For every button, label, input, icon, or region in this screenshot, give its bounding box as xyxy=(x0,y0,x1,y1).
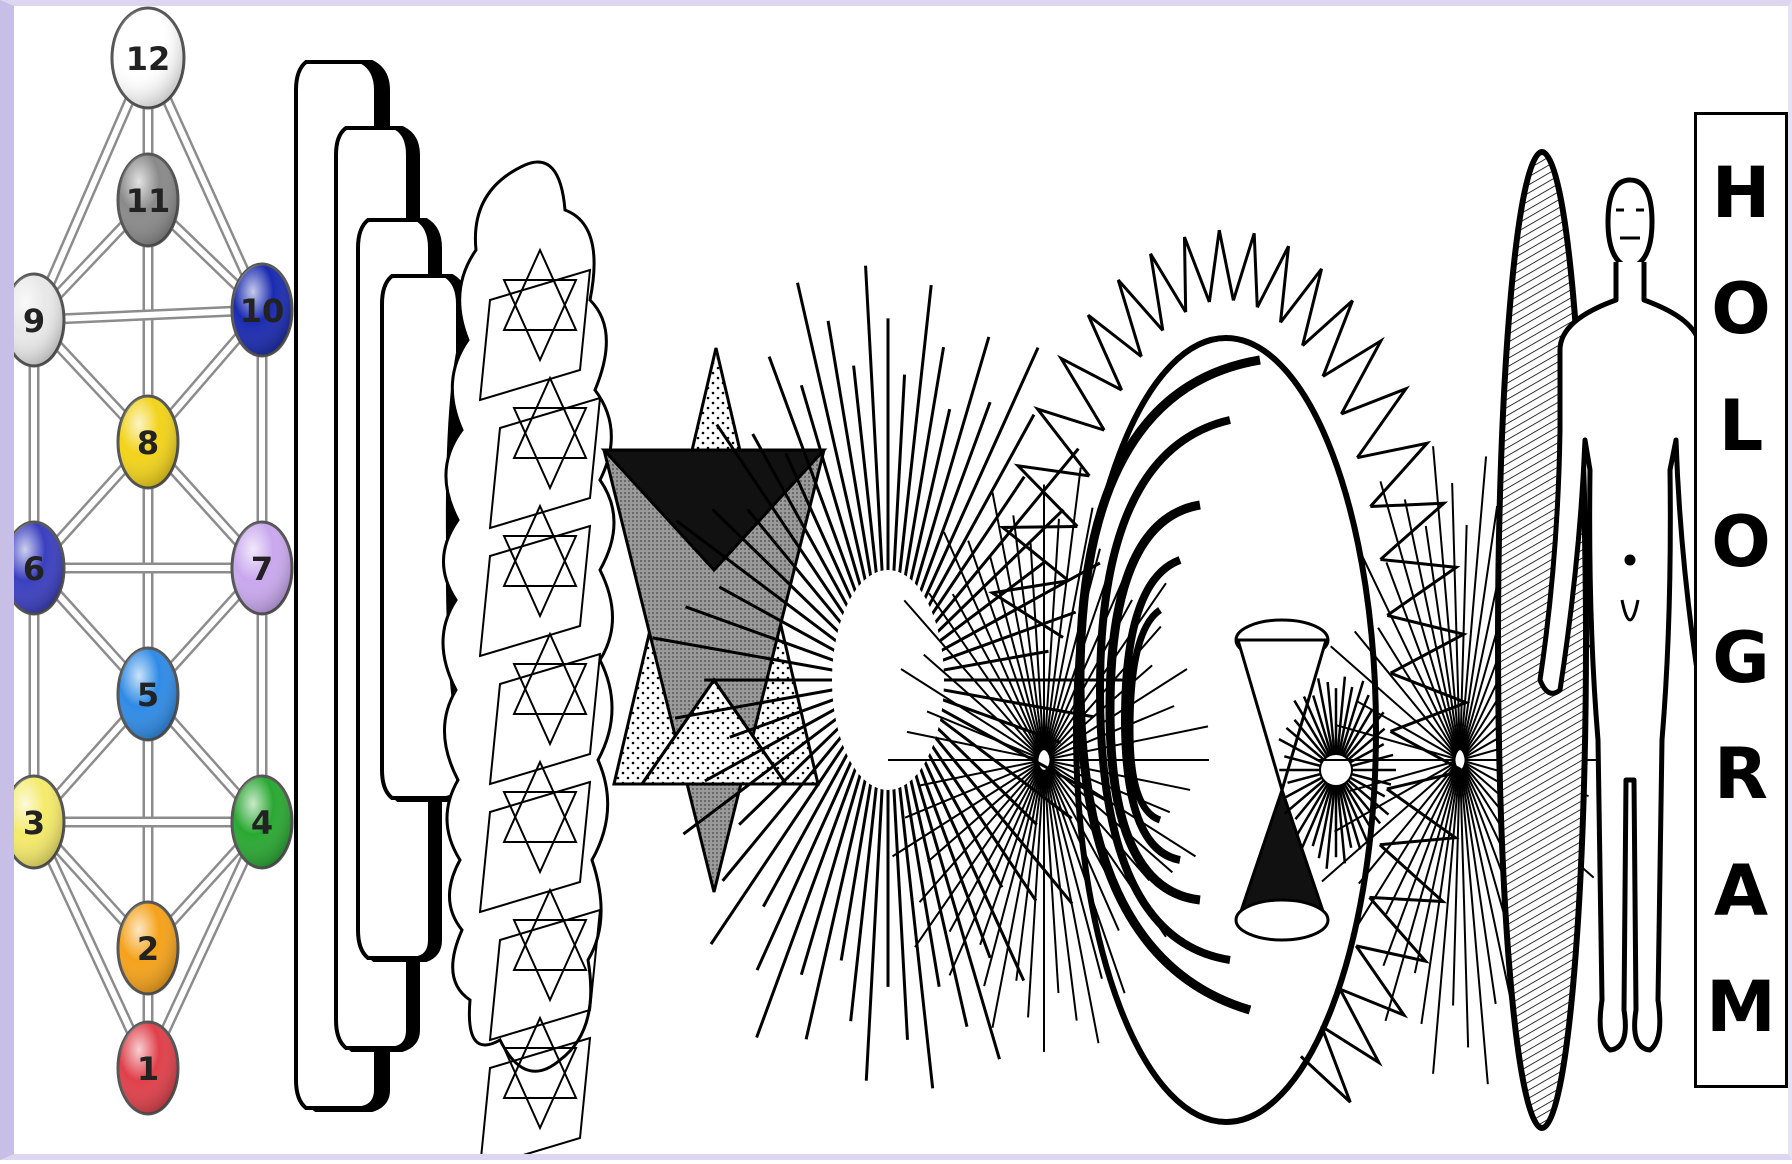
tree-node-label: 9 xyxy=(23,302,45,340)
tree-node: 2 xyxy=(118,902,178,994)
tree-node-label: 8 xyxy=(137,424,159,462)
tree-node-label: 4 xyxy=(251,804,273,842)
hourglass xyxy=(1236,620,1328,940)
cloud-column xyxy=(443,162,614,1071)
sun-ray xyxy=(1209,230,1233,302)
tree-of-life: 12 11 9 10 8 6 7 5 3 4 2 1 xyxy=(4,8,292,1114)
sun-ray xyxy=(1184,237,1209,312)
sun-ray xyxy=(1301,1026,1350,1102)
sun-ray xyxy=(1038,409,1105,476)
sun-ray xyxy=(1257,246,1288,322)
tree-node: 10 xyxy=(232,264,292,356)
tree-node-label: 10 xyxy=(240,292,285,330)
sun-ray xyxy=(1357,443,1427,506)
tree-node: 11 xyxy=(118,154,178,246)
tree-node-label: 2 xyxy=(137,930,159,968)
hologram-letter: O xyxy=(1711,274,1771,344)
tree-node: 5 xyxy=(118,648,178,740)
tree-node-label: 6 xyxy=(23,550,45,588)
sun-core xyxy=(1320,754,1352,786)
hologram-letter: G xyxy=(1712,623,1769,693)
tree-node: 4 xyxy=(232,776,292,868)
sun-ray xyxy=(1003,526,1078,580)
tree-node-label: 3 xyxy=(23,804,45,842)
hologram-letter: R xyxy=(1714,739,1768,809)
tree-node-label: 12 xyxy=(126,40,171,78)
hologram-letter: M xyxy=(1706,972,1776,1042)
tree-node: 7 xyxy=(232,522,292,614)
tree-node-label: 5 xyxy=(137,676,159,714)
sun-ray xyxy=(1233,233,1257,307)
tree-node-label: 11 xyxy=(126,182,171,220)
burst-ray xyxy=(1049,761,1190,790)
burst-ray xyxy=(917,510,1063,652)
tree-node: 6 xyxy=(4,522,64,614)
tree-node-label: 1 xyxy=(137,1050,159,1088)
hologram-letter: H xyxy=(1712,158,1771,228)
hologram-letter: A xyxy=(1714,856,1768,926)
hologram-letter: L xyxy=(1719,391,1764,461)
hatched-ellipse xyxy=(1498,152,1586,1128)
tree-node: 12 xyxy=(112,8,184,108)
sun-ray xyxy=(1151,254,1186,331)
burst-core xyxy=(832,570,944,790)
tree-node: 8 xyxy=(118,396,178,488)
tree-node: 3 xyxy=(4,776,64,868)
burst-ray xyxy=(915,449,1078,647)
sun-ray xyxy=(1356,897,1425,961)
hologram-letter: O xyxy=(1711,507,1771,577)
tree-node: 9 xyxy=(4,274,64,366)
tree-node-label: 7 xyxy=(251,550,273,588)
tree-node: 1 xyxy=(118,1022,178,1114)
sun-rays xyxy=(992,230,1466,1102)
